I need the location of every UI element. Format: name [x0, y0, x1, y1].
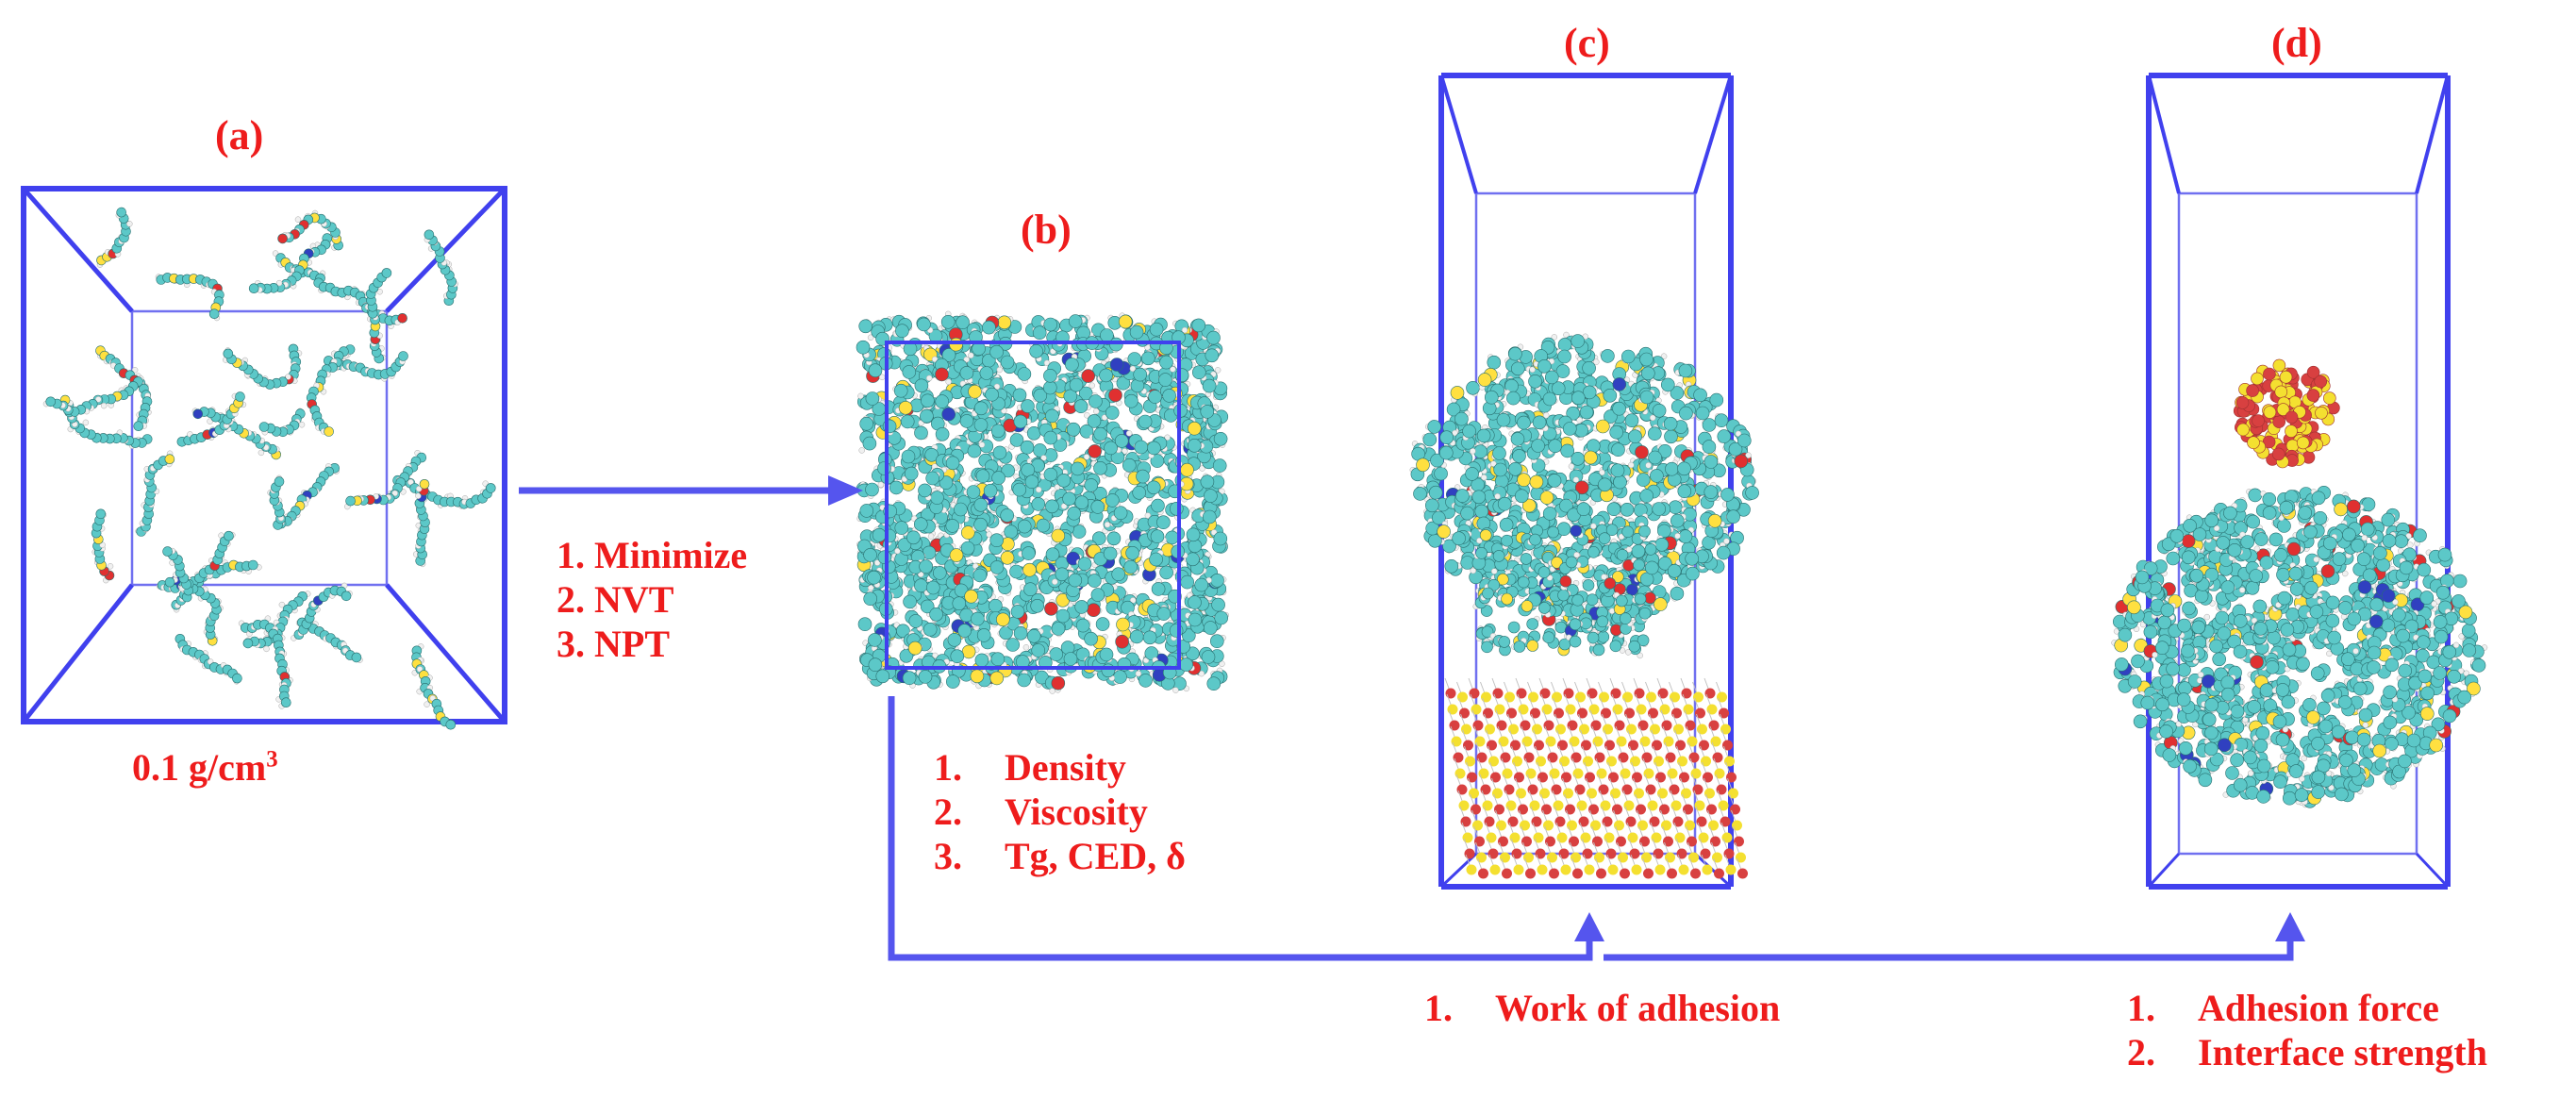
initial-density-label: 0.1 g/cm3 [132, 745, 278, 790]
property-item: 3.Tg, CED, δ [934, 835, 1186, 878]
property-item: 2.Viscosity [934, 790, 1148, 834]
molecules-b [856, 310, 1230, 694]
molecules-a [42, 207, 496, 730]
panel-label-a: (a) [215, 112, 264, 158]
property-item: 1.Work of adhesion [1424, 987, 1781, 1029]
panel-label-c: (c) [1564, 20, 1610, 66]
density-value: 0.1 g/cm [132, 746, 267, 789]
box-d [2146, 73, 2451, 890]
properties-c-list: 1.Work of adhesion [1424, 986, 1780, 1030]
property-item: 1.Density [934, 746, 1126, 789]
nanoparticle-d [2233, 358, 2340, 469]
property-item: 2.Interface strength [2127, 1031, 2487, 1074]
step-item: 1. Minimize [557, 534, 748, 576]
box-b [885, 341, 1181, 670]
panel-label-b: (b) [1021, 207, 1072, 253]
panel-label-d: (d) [2271, 20, 2322, 66]
arrow-head-d [2275, 912, 2305, 941]
arrow-c-to-d [1604, 939, 2294, 961]
properties-d-list: 1.Adhesion force 2.Interface strength [2127, 986, 2487, 1074]
step-list: 1. Minimize 2. NVT 3. NPT [557, 533, 747, 667]
property-item: 1.Adhesion force [2127, 987, 2439, 1029]
arrow-head-c [1574, 912, 1604, 941]
arrow-b-to-c [888, 696, 1593, 961]
step-item: 2. NVT [557, 578, 674, 622]
arrow-a-to-b [519, 475, 863, 506]
density-unit-exponent: 3 [266, 746, 278, 773]
silica-slab-c [1444, 677, 1748, 879]
properties-b-list: 1.Density 2.Viscosity 3.Tg, CED, δ [934, 745, 1186, 879]
step-item: 3. NPT [557, 623, 670, 666]
molecules-c [1409, 331, 1759, 659]
box-a [21, 186, 507, 724]
molecules-d [2111, 485, 2488, 808]
